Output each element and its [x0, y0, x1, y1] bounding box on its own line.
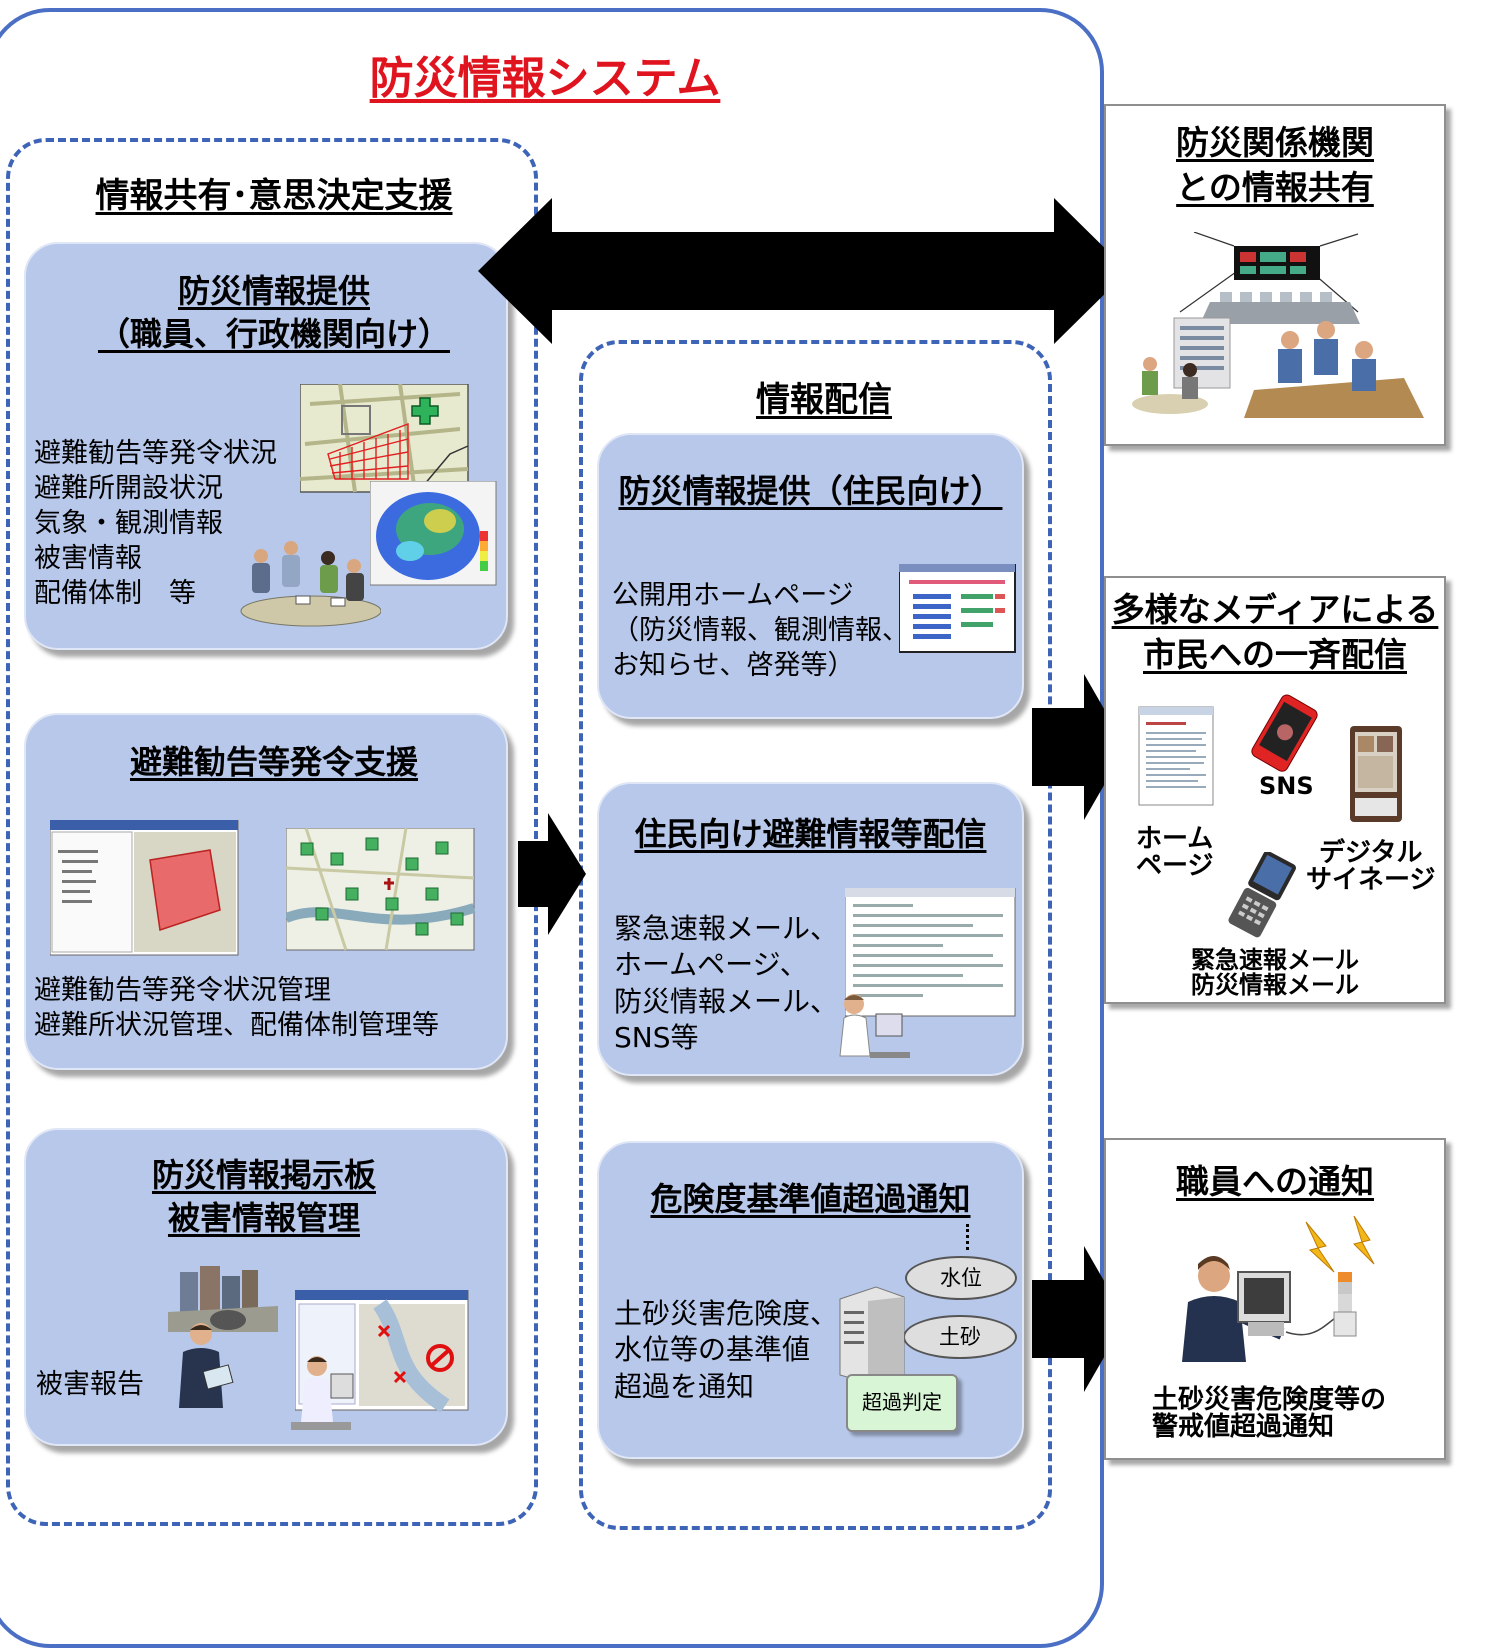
server-icon	[839, 1286, 905, 1384]
sensor-water-level: 水位	[905, 1256, 1017, 1300]
right-box3-title: 職員への通知	[1176, 1162, 1374, 1201]
system-title: 防災情報システム	[369, 53, 721, 104]
smartphone-icon	[1251, 694, 1318, 772]
digital-signage-icon	[1350, 726, 1402, 822]
map-image	[300, 384, 469, 493]
left-panel3-title: 防災情報掲示板 被害情報管理	[151, 1156, 376, 1238]
staff-at-computer-image	[839, 994, 910, 1058]
left-panel2-title: 避難勧告等発令支援	[129, 743, 418, 781]
radar-image	[370, 481, 497, 586]
damage-report-label: 被害報告	[36, 1369, 144, 1400]
signage-label: デジタル サイネージ	[1306, 838, 1436, 896]
double-arrow	[478, 198, 1128, 344]
left-panel1-items: 避難勧告等発令状況 避難所開設状況 気象・観測情報 被害情報 配備体制 等	[34, 438, 277, 610]
middle-section-title: 情報配信	[756, 380, 892, 420]
homepage-icon	[1138, 706, 1214, 806]
middle-panel2-text: 緊急速報メール、 ホームページ、 防災情報メール、 SNS等	[614, 912, 839, 1055]
middle-panel3-text: 土砂災害危険度、 水位等の基準値 超過を通知	[614, 1297, 839, 1403]
right-box2-title: 多様なメディアによる 市民への一斉配信	[1111, 590, 1439, 674]
flip-phone-icon	[1228, 852, 1296, 938]
operations-center-image	[1132, 232, 1424, 418]
left-panel2-items: 避難勧告等発令状況管理 避難所状況管理、配備体制管理等	[34, 975, 439, 1042]
middle-panel3-title: 危険度基準値超過通知	[650, 1180, 971, 1218]
meeting-people-image	[240, 541, 381, 627]
shelter-map-screenshot	[286, 828, 476, 951]
homepage-label: ホーム ページ	[1136, 824, 1214, 882]
mail-label: 緊急速報メール 防災情報メール	[1191, 946, 1359, 1000]
arrow-to-distribution	[518, 813, 586, 935]
damage-scene-image	[168, 1266, 278, 1332]
middle-panel2-title: 住民向け避難情報等配信	[634, 815, 987, 853]
reporter-person-image	[179, 1323, 234, 1408]
evacuation-system-screenshot	[50, 820, 239, 956]
exceed-judgement-box: 超過判定	[846, 1374, 958, 1432]
sns-label: SNS	[1259, 772, 1314, 800]
middle-section-frame	[579, 340, 1052, 1530]
sensor-landslide: 土砂	[903, 1315, 1017, 1359]
distribution-system-screenshot	[845, 888, 1016, 1017]
right-box3-caption: 土砂災害危険度等の 警戒値超過通知	[1152, 1385, 1387, 1443]
middle-panel1-text: 公開用ホームページ （防災情報、観測情報、 お知らせ、啓発等）	[612, 580, 909, 682]
vertical-dots	[966, 1224, 975, 1250]
left-section-title: 情報共有･意思決定支援	[95, 176, 453, 216]
left-section-frame	[6, 138, 538, 1526]
public-homepage-screenshot	[899, 564, 1016, 653]
middle-panel1-title: 防災情報提供（住民向け）	[618, 472, 1003, 510]
operator-person-image	[291, 1356, 354, 1430]
staff-alert-image	[1182, 1215, 1375, 1362]
arrow-to-media	[1032, 674, 1126, 820]
left-panel1-title: 防災情報提供 （職員、行政機関向け）	[97, 272, 450, 354]
right-box1-title: 防災関係機関 との情報共有	[1176, 123, 1374, 207]
arrow-to-staff	[1032, 1246, 1126, 1392]
